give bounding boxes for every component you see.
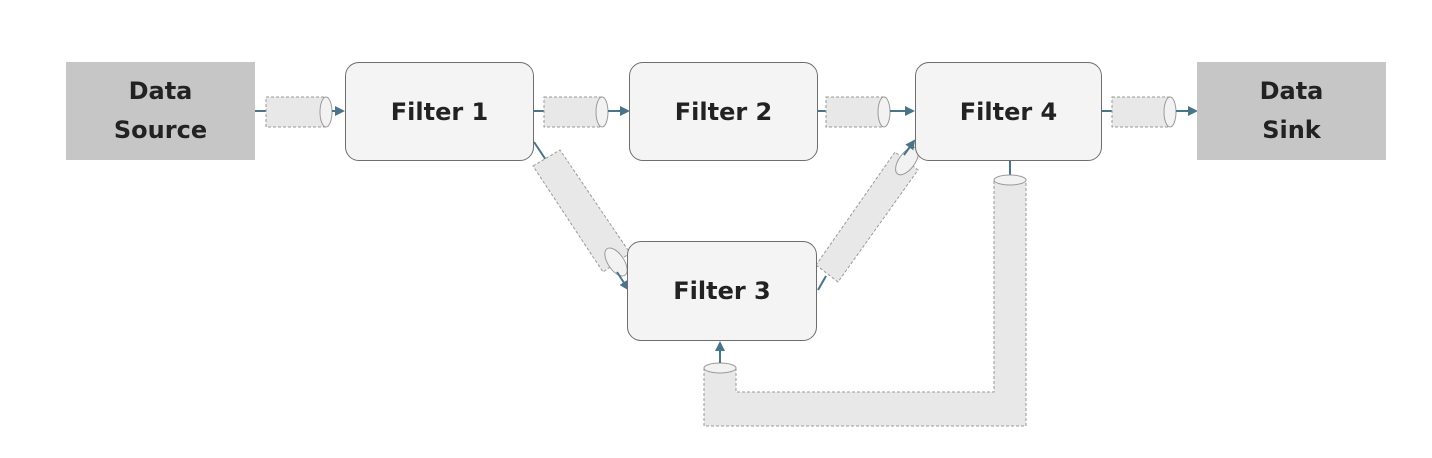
filter-3-box: Filter 3 xyxy=(627,241,817,341)
filter-4-label: Filter 4 xyxy=(959,97,1058,126)
filter-1-box: Filter 1 xyxy=(345,62,534,161)
pipe-source-to-filter1 xyxy=(255,96,345,128)
pipe-filter3-to-filter4 xyxy=(815,139,919,291)
filter-3-label: Filter 3 xyxy=(673,277,771,305)
filter-4-box: Filter 4 xyxy=(915,62,1102,161)
data-source-box: Data Source xyxy=(66,62,255,160)
filter-1-label: Filter 1 xyxy=(390,97,489,126)
filter-2-box: Filter 2 xyxy=(629,62,818,161)
pipe-filter1-to-filter3 xyxy=(532,141,631,291)
pipe-filter4-to-filter3-feedback xyxy=(703,161,1027,427)
pipe-filter2-to-filter4 xyxy=(818,96,915,128)
data-sink-box: Data Sink xyxy=(1197,62,1386,160)
data-sink-label: Data Sink xyxy=(1259,77,1324,144)
data-source-label: Data Source xyxy=(113,77,208,144)
pipe-filter4-to-sink xyxy=(1102,96,1198,128)
pipe-filter1-to-filter2 xyxy=(534,96,630,128)
filter-2-label: Filter 2 xyxy=(674,97,773,126)
